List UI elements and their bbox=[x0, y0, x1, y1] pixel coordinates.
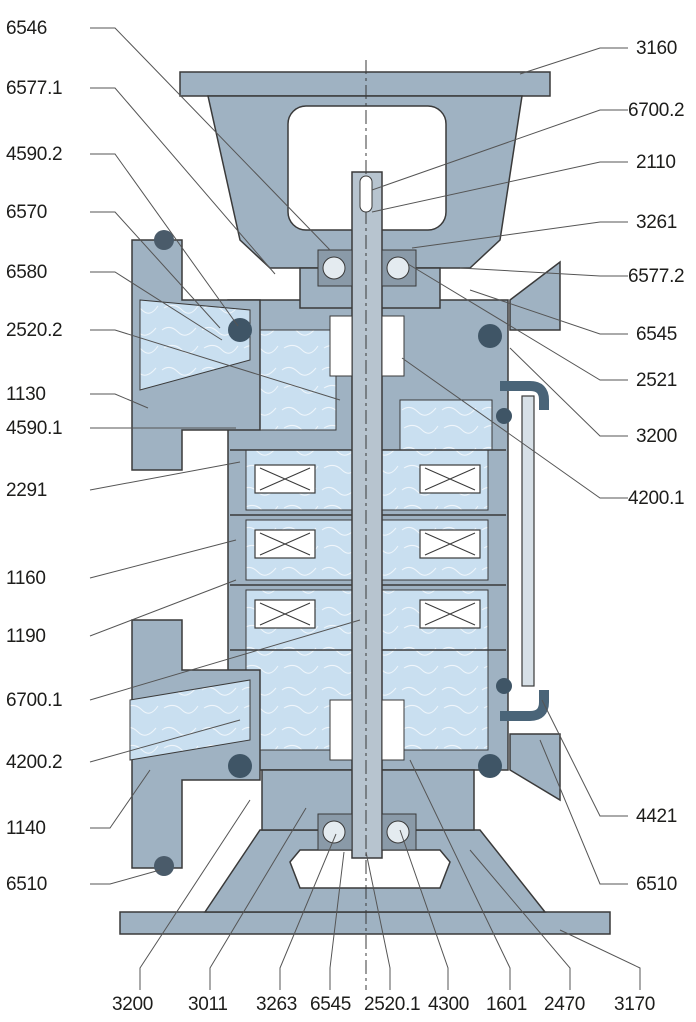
part-label-6577-1: 6577.1 bbox=[6, 78, 63, 99]
part-label-2520-2: 2520.2 bbox=[6, 320, 63, 341]
part-label-2521: 2521 bbox=[636, 370, 678, 391]
part-label-4590-2: 4590.2 bbox=[6, 144, 63, 165]
part-label-1130: 1130 bbox=[6, 384, 46, 405]
tie-bolts bbox=[228, 318, 512, 778]
part-label-6700-2: 6700.2 bbox=[628, 100, 685, 121]
part-label-2520-1: 2520.1 bbox=[364, 994, 421, 1015]
part-label-6570: 6570 bbox=[6, 202, 48, 223]
part-label-1140: 1140 bbox=[6, 818, 46, 839]
part-label-4421: 4421 bbox=[636, 806, 678, 827]
part-label-6580: 6580 bbox=[6, 262, 48, 283]
part-label-6545-right: 6545 bbox=[636, 324, 678, 345]
base-plate bbox=[119, 829, 611, 935]
part-label-1190: 1190 bbox=[6, 626, 46, 647]
suction-flange bbox=[129, 619, 261, 876]
part-label-1601: 1601 bbox=[486, 994, 528, 1015]
part-label-6510-left: 6510 bbox=[6, 874, 48, 895]
part-label-3261: 3261 bbox=[636, 212, 678, 233]
pump-shaft bbox=[351, 60, 383, 990]
part-label-3200-right: 3200 bbox=[636, 426, 678, 447]
part-label-3170: 3170 bbox=[614, 994, 656, 1015]
part-label-3011: 3011 bbox=[188, 994, 228, 1015]
part-label-1160: 1160 bbox=[6, 568, 46, 589]
part-label-6577-2: 6577.2 bbox=[628, 266, 685, 287]
part-label-4200-1: 4200.1 bbox=[628, 488, 685, 509]
leader-lines bbox=[89, 27, 641, 990]
part-label-6546: 6546 bbox=[6, 18, 48, 39]
part-label-6700-1: 6700.1 bbox=[6, 690, 63, 711]
part-label-3200-bottom: 3200 bbox=[112, 994, 154, 1015]
part-label-4590-1: 4590.1 bbox=[6, 418, 63, 439]
part-label-4300: 4300 bbox=[428, 994, 470, 1015]
upper-bearing bbox=[317, 249, 417, 287]
part-label-6545-bottom: 6545 bbox=[310, 994, 352, 1015]
part-label-2470: 2470 bbox=[544, 994, 586, 1015]
part-label-2110: 2110 bbox=[636, 152, 676, 173]
bypass-pipe bbox=[500, 260, 561, 802]
mechanical-seals bbox=[329, 315, 405, 761]
lower-bearing bbox=[317, 813, 417, 851]
part-label-3160: 3160 bbox=[636, 38, 678, 59]
part-label-2291: 2291 bbox=[6, 480, 48, 501]
part-label-6510-right: 6510 bbox=[636, 874, 678, 895]
part-label-3263: 3263 bbox=[256, 994, 298, 1015]
part-label-4200-2: 4200.2 bbox=[6, 752, 63, 773]
